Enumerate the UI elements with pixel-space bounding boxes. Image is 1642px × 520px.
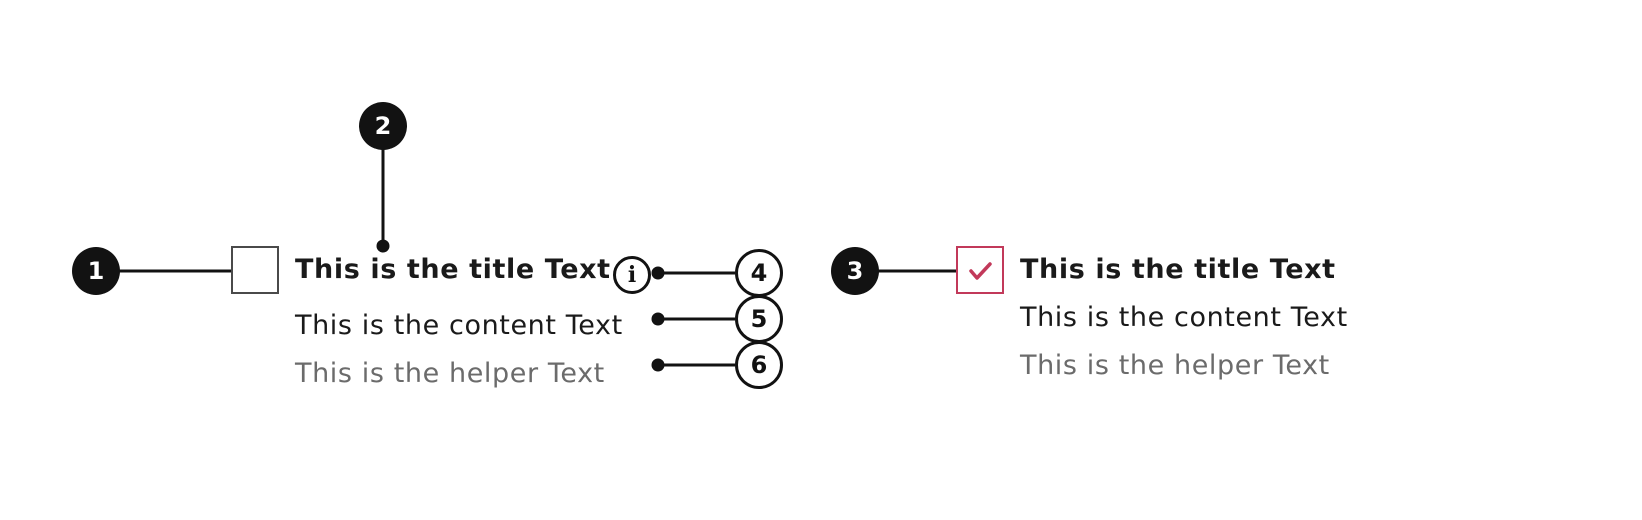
info-icon[interactable]: i bbox=[613, 256, 651, 294]
checkbox-title-text-checked: This is the title Text bbox=[1020, 254, 1336, 285]
callout-dot-2 bbox=[376, 239, 390, 253]
callout-dot-4 bbox=[651, 266, 665, 280]
checkbox-unchecked[interactable] bbox=[231, 246, 279, 294]
checkbox-checked[interactable] bbox=[956, 246, 1004, 294]
checkbox-content-text: This is the content Text bbox=[295, 310, 623, 341]
callout-dot-5 bbox=[651, 312, 665, 326]
checkbox-content-text-checked: This is the content Text bbox=[1020, 302, 1348, 333]
checkbox-helper-text-checked: This is the helper Text bbox=[1020, 350, 1330, 381]
callout-marker-1: 1 bbox=[72, 247, 120, 295]
callout-marker-4: 4 bbox=[735, 249, 783, 297]
callout-marker-5: 5 bbox=[735, 295, 783, 343]
callout-dot-6 bbox=[651, 358, 665, 372]
callout-marker-6: 6 bbox=[735, 341, 783, 389]
checkbox-title-text: This is the title Text bbox=[295, 254, 611, 285]
callout-marker-2: 2 bbox=[359, 102, 407, 150]
callout-marker-3: 3 bbox=[831, 247, 879, 295]
checkmark-icon bbox=[969, 262, 992, 280]
checkbox-helper-text: This is the helper Text bbox=[295, 358, 605, 389]
